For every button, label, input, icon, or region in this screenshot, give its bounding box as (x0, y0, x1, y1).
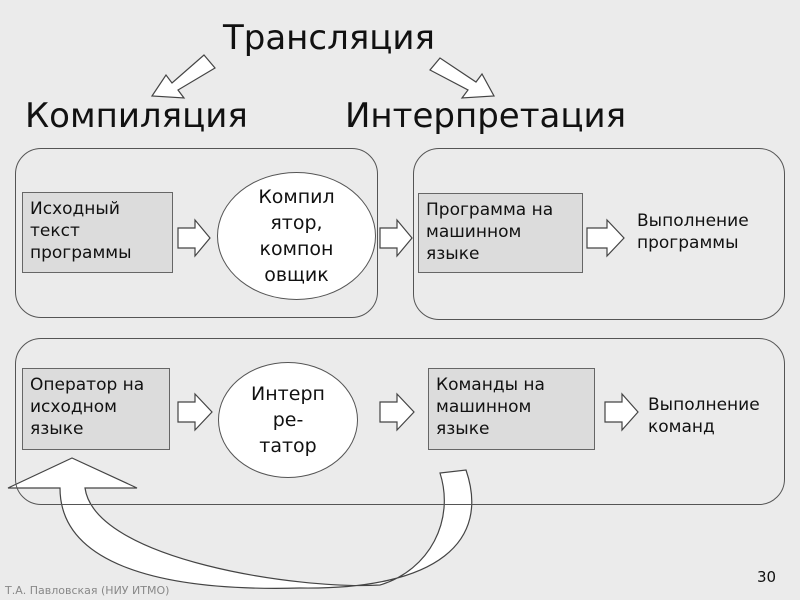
line: языке (30, 419, 84, 439)
line: машинном (426, 222, 522, 242)
line: Выполнение (637, 211, 749, 231)
interpretation-heading: Интерпретация (345, 96, 627, 136)
line: языке (436, 419, 490, 439)
arrow-to-compilation-icon (150, 54, 216, 99)
line: Оператор на (30, 375, 145, 395)
arrow-right-icon (379, 218, 413, 258)
page-number: 30 (757, 568, 777, 586)
compilation-panel (15, 148, 378, 318)
arrow-to-interpretation-icon (429, 57, 495, 99)
line: машинном (436, 397, 532, 417)
source-text-box: Исходный текст программы (22, 192, 173, 273)
line: языке (426, 244, 480, 264)
source-operator-box: Оператор на исходном языке (22, 368, 170, 450)
line: текст (30, 221, 80, 241)
line: Исходный (30, 199, 120, 219)
arrow-right-icon (177, 392, 213, 432)
line: исходном (30, 397, 117, 417)
interpreter-oval: Интерп ре- татор (218, 362, 358, 478)
machine-commands-box: Команды на машинном языке (428, 368, 595, 450)
line: Выполнение (648, 395, 760, 415)
arrow-right-icon (586, 218, 625, 258)
line: Команды на (436, 375, 545, 395)
line: ре- (272, 409, 304, 431)
machine-program-box: Программа на машинном языке (418, 193, 583, 273)
loop-back-arrow-icon (7, 457, 473, 589)
line: программы (30, 243, 132, 263)
compilation-heading: Компиляция (25, 96, 248, 136)
arrow-right-icon (379, 392, 415, 432)
line: Программа на (426, 200, 554, 220)
line: Компил (258, 186, 335, 208)
footer-author: Т.А. Павловская (НИУ ИТМО) (5, 584, 170, 597)
line: Интерп (251, 383, 325, 405)
page-title: Трансляция (223, 18, 435, 58)
line: команд (648, 417, 715, 437)
program-execution-label: Выполнение программы (637, 210, 749, 254)
interpretation-panel (15, 338, 785, 505)
commands-execution-label: Выполнение команд (648, 394, 760, 438)
line: овщик (264, 264, 329, 286)
arrow-right-icon (177, 218, 211, 258)
line: ятор, (270, 212, 323, 234)
compiler-oval: Компил ятор, компон овщик (217, 172, 376, 300)
execution-panel (413, 148, 785, 320)
arrow-right-icon (604, 392, 639, 432)
line: программы (637, 233, 739, 253)
line: татор (259, 435, 317, 457)
line: компон (259, 238, 334, 260)
